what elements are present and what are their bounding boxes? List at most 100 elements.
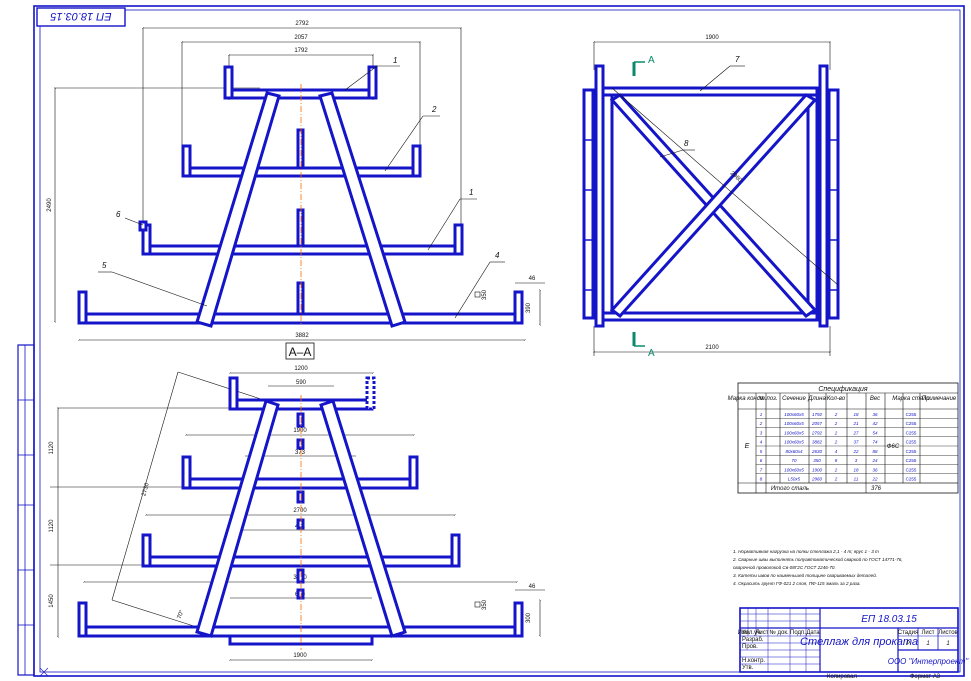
spec-cell: 80х60х4 [785, 449, 803, 454]
spec-cell: 100х60х5 [784, 430, 804, 435]
spec-cell: 54 [872, 430, 878, 435]
tb-role-doc: № док. [769, 629, 789, 636]
sec-dim-angle: 70° [177, 609, 186, 620]
dim-second-width: 2057 [294, 35, 308, 41]
spec-cell: 2 [834, 421, 838, 426]
spec-cell: 3882 [812, 440, 823, 445]
spec-h-note: Примечание [922, 396, 957, 402]
note-3: сварочной проволокой Св-08Г2С ГОСТ 2246-… [733, 564, 836, 570]
callout-4: 4 [495, 251, 500, 260]
spec-cell: 350 [813, 458, 821, 463]
tb-role-sign: Подп. [790, 630, 806, 636]
spec-cell: 1792 [812, 412, 823, 417]
callout-6: 6 [116, 210, 121, 219]
dim-height: 2490 [47, 198, 53, 212]
spec-cell-steel: С255 [906, 477, 917, 482]
spec-total-label: Итого сталь [771, 486, 809, 492]
front-dimensions: 2792 2057 1792 2490 3882 46 390 350 [47, 21, 545, 341]
spec-cell: 74 [872, 440, 878, 445]
note-5: 4. Окрасить грунт ГФ-021 2 слоя, ПФ-115 … [733, 581, 861, 586]
drawing-title: Стеллаж для проката [800, 636, 918, 648]
tb-role-izm: Изм. [738, 630, 751, 636]
spec-cell: 2 [834, 430, 838, 435]
a-frame-legs [195, 91, 407, 328]
sec-dim-h2: 1120 [49, 519, 55, 533]
section-shelves [77, 376, 524, 646]
spec-note-word: Ф6С [887, 444, 900, 450]
spec-cell: 21 [852, 421, 859, 426]
tb-sheet: 1 [926, 641, 929, 647]
sec-dim-w2b: 373 [295, 450, 306, 456]
spec-cell: 18 [853, 467, 859, 472]
spec-cell: 2960 [811, 477, 823, 482]
tb-role-check: Пров. [742, 644, 758, 650]
spec-caption: Спецификация [818, 386, 868, 393]
tb-stage-col: Стадия [898, 630, 918, 636]
spec-cell: 18 [853, 412, 859, 417]
spec-h-pos: № поз. [758, 395, 777, 402]
sec-dim-small: 350 [482, 599, 488, 610]
front-callouts: 1 2 1 4 5 6 [98, 56, 505, 319]
plan-left-rail [582, 64, 614, 328]
spec-cell: 27 [852, 430, 859, 435]
spec-cell: 36 [872, 467, 878, 472]
spec-cell: 2792 [811, 430, 823, 435]
cut-mark-bottom: А [648, 348, 655, 359]
title-block: Изм. Кол.уч. Лист № док. Подп. Дата Разр… [738, 607, 970, 680]
spec-cell-steel: С255 [906, 467, 917, 472]
spec-cell: 2 [834, 440, 838, 445]
plan-cross-members [601, 86, 819, 322]
spec-cell: 6 [760, 458, 763, 463]
spec-cell: 1900 [812, 467, 823, 472]
callout-5: 5 [102, 261, 107, 270]
spec-table: Спецификация Марка конст. № поз. Сечение… [728, 382, 959, 494]
spec-cell: 8 [760, 477, 763, 482]
tb-role-appr: Утв. [742, 665, 754, 671]
tb-role-kol: Кол.уч. [742, 630, 762, 636]
tb-format: Формат А3 [910, 674, 941, 680]
drawing-organization: ООО "Интерпроект" [888, 657, 970, 666]
tb-stage: Р [906, 641, 910, 647]
spec-cell: 100х60х5 [784, 421, 804, 426]
spec-mark-letter: Е [745, 443, 750, 450]
callout-1: 1 [393, 56, 397, 65]
spec-total-value: 376 [871, 486, 882, 492]
spec-h-mark: Марка конст. [728, 396, 767, 402]
spec-cell: 100х60х5 [784, 412, 804, 417]
spec-cell: 3 [855, 458, 858, 463]
spec-h-length: Длина [807, 396, 826, 402]
dim-top-width: 1792 [294, 48, 308, 54]
note-1: 1. Нормативная нагрузка на полки стеллаж… [733, 549, 879, 554]
tb-sheets-col: Листов [938, 630, 958, 636]
spec-cell: 2 [759, 421, 763, 426]
tb-role-list: Лист [755, 630, 768, 636]
spec-cell: 100х60х5 [784, 467, 804, 472]
spec-h-weight: Вес [870, 396, 880, 402]
sheet-frame: ЕП 18.03.15 [17, 5, 965, 677]
sec-dim-w2: 1900 [293, 428, 307, 434]
spec-cell: 8 [835, 458, 838, 463]
section-view: 1200 590 1900 373 2700 421 3800 600 1900… [49, 366, 545, 661]
callout-1b: 1 [469, 188, 473, 197]
general-notes: 1. Нормативная нагрузка на полки стеллаж… [732, 549, 903, 586]
spec-cell: 22 [852, 449, 859, 454]
section-legs [195, 399, 407, 638]
tb-role-date: Дата [806, 630, 820, 636]
centre-post [296, 84, 305, 324]
spec-cell-steel: С255 [906, 458, 917, 463]
drawing-code: ЕП 18.03.15 [861, 614, 917, 625]
plan-view: 1900 2100 [582, 35, 840, 359]
spec-cell: 24 [871, 458, 878, 463]
spec-cell-steel: С255 [906, 412, 917, 417]
tb-role-dev: Разраб. [742, 637, 764, 643]
section-cut-marks: А А [632, 55, 655, 359]
tb-sheet-col: Лист [921, 630, 934, 636]
sec-dim-w1: 1200 [294, 366, 308, 372]
section-label: А–А [289, 345, 312, 359]
sec-dim-baseh: 300 [526, 612, 532, 623]
spec-cell: 2 [834, 467, 838, 472]
spec-cell: 4 [760, 440, 763, 445]
spec-cell-steel: С255 [906, 449, 917, 454]
